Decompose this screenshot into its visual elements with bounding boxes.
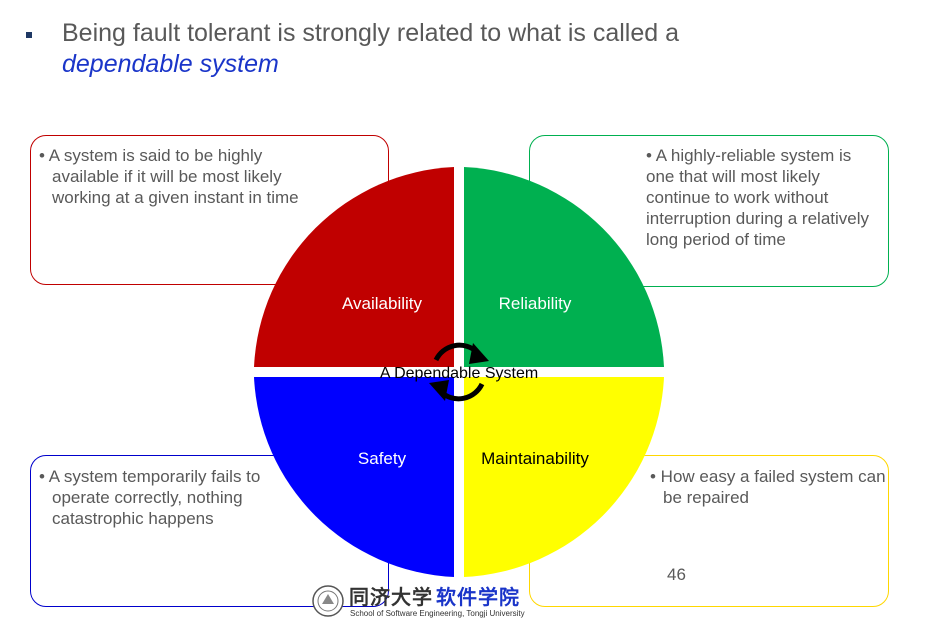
university-seal-icon xyxy=(312,585,344,617)
center-label: A Dependable System xyxy=(380,365,538,382)
maintainability-description: • How easy a failed system can be repair… xyxy=(650,467,886,507)
logo-school-name: 软件学院 xyxy=(436,585,520,609)
quadrant-label-safety: Safety xyxy=(358,449,407,468)
cycle-arrows-icon xyxy=(429,342,489,402)
title-plain-text: Being fault tolerant is strongly related… xyxy=(62,19,680,47)
university-logo: 同济大学 软件学院 School of Software Engineering… xyxy=(312,583,544,623)
quadrant-safety xyxy=(254,377,454,577)
quadrant-availability xyxy=(254,167,454,367)
reliability-description: • A highly-reliable system is one that w… xyxy=(646,146,870,249)
safety-description: • A system temporarily fails to operate … xyxy=(39,467,261,528)
logo-english-name: School of Software Engineering, Tongji U… xyxy=(350,609,525,618)
dependable-system-diagram: Availability Reliability Safety Maintain… xyxy=(254,167,664,577)
page-number: 46 xyxy=(667,565,686,584)
quadrant-label-maintainability: Maintainability xyxy=(481,449,589,468)
quadrant-reliability xyxy=(464,167,664,367)
quadrant-maintainability xyxy=(464,377,664,577)
quadrant-label-reliability: Reliability xyxy=(499,294,572,313)
title-text: Being fault tolerant is strongly related… xyxy=(62,18,679,80)
bullet-marker xyxy=(26,32,32,38)
quadrant-label-availability: Availability xyxy=(342,294,423,313)
availability-description: • A system is said to be highly availabl… xyxy=(39,146,299,207)
logo-university-name: 同济大学 xyxy=(349,585,433,609)
title-emphasis-text: dependable system xyxy=(62,50,279,78)
